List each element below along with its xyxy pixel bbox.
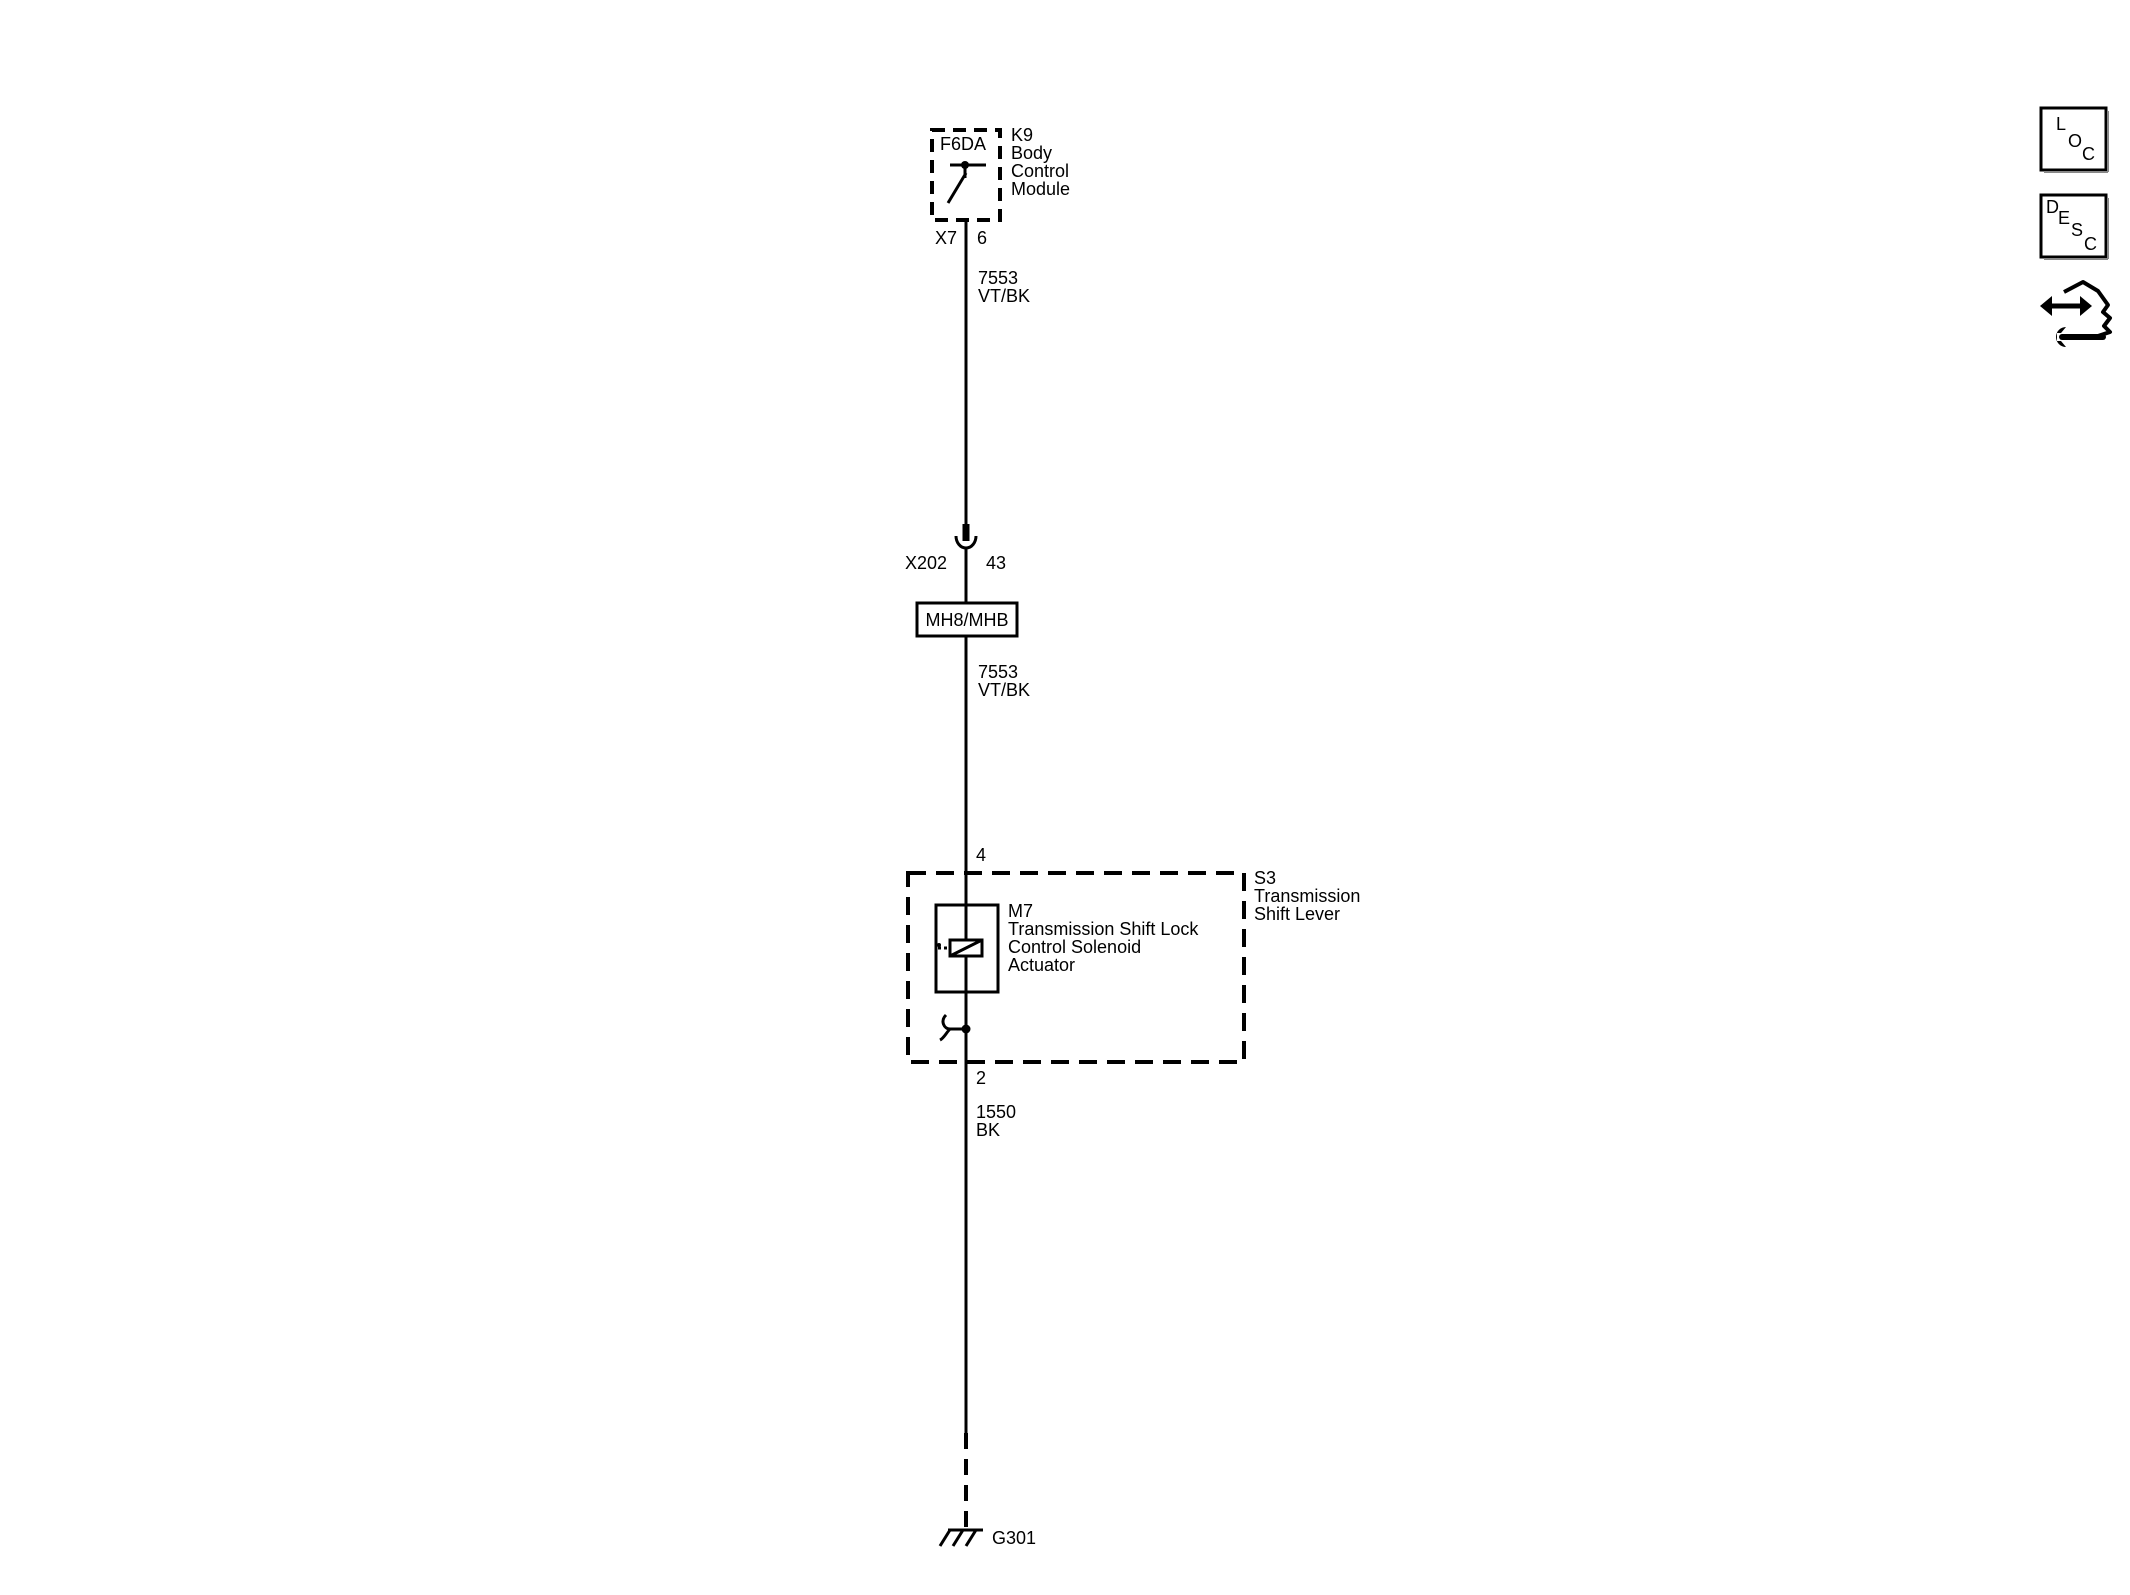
wire-middle-label: 7553 VT/BK (978, 662, 1030, 700)
wire-upper-label: 7553 VT/BK (978, 268, 1030, 306)
shift-lever-name-line-2: Shift Lever (1254, 904, 1340, 924)
ground-hatch-2 (951, 1529, 965, 1547)
switch-blade (946, 172, 968, 204)
bcm-connector-label: X7 (935, 228, 957, 248)
desc-letter-1: D (2046, 197, 2059, 217)
wire-upper-circuit: 7553 (978, 268, 1018, 288)
inline-connector-x202[interactable]: X202 43 (905, 524, 1006, 573)
shift-lever-pin-top: 4 (976, 845, 986, 865)
wire-middle-circuit: 7553 (978, 662, 1018, 682)
body-control-module[interactable]: F6DA K9 Body Control Module X7 6 (930, 125, 1070, 248)
route-outline (2063, 280, 2112, 338)
solenoid-ref-label: M7 (1008, 901, 1033, 921)
solenoid-name-line-2: Control Solenoid (1008, 937, 1141, 957)
bcm-pin-label: 6 (977, 228, 987, 248)
shift-lever-dashed-box (906, 871, 1246, 1064)
loc-button-frame (2039, 106, 2108, 172)
connector-pin-label: 43 (986, 553, 1006, 573)
shift-lever-ref-label: S3 (1254, 868, 1276, 888)
desc-letter-2: E (2058, 208, 2070, 228)
option-code-box: MH8/MHB (915, 601, 1019, 638)
solenoid-coil-diagonal (949, 938, 983, 958)
solenoid-frame (934, 903, 1000, 994)
shift-lever-pin-bottom: 2 (976, 1068, 986, 1088)
loc-letter-3: C (2082, 144, 2095, 164)
desc-letter-4: C (2084, 234, 2097, 254)
solenoid-coil-dot (937, 943, 941, 947)
wrench-head (2056, 327, 2066, 347)
wire-lower-label: 1550 BK (976, 1102, 1016, 1140)
bcm-name-line-1: Body (1011, 143, 1052, 163)
wire-middle-color: VT/BK (978, 680, 1030, 700)
loc-letter-2: O (2068, 131, 2082, 151)
desc-button-frame (2039, 193, 2108, 259)
option-code-label: MH8/MHB (925, 610, 1008, 630)
bcm-name-line-3: Module (1011, 179, 1070, 199)
bcm-name-line-2: Control (1011, 161, 1069, 181)
wire-lower-circuit: 1550 (976, 1102, 1016, 1122)
loc-letter-1: L (2056, 114, 2066, 134)
ground-hatch-1 (938, 1529, 952, 1547)
arrows-wrench-icon[interactable] (2040, 280, 2112, 347)
bcm-fuse-label: F6DA (940, 134, 986, 154)
connector-ref-label: X202 (905, 553, 947, 573)
internal-splice-hook (939, 1013, 966, 1042)
shift-lock-solenoid[interactable]: M7 Transmission Shift Lock Control Solen… (934, 873, 1199, 1062)
transmission-shift-lever[interactable]: 4 2 S3 Transmission Shift Lever (906, 845, 1360, 1088)
ground-ref-label: G301 (992, 1528, 1036, 1548)
double-arrow-head-left (2040, 296, 2052, 316)
double-arrow-head-right (2080, 296, 2092, 316)
bcm-ref-label: K9 (1011, 125, 1033, 145)
ground-hatch-3 (964, 1529, 978, 1547)
desc-letter-3: S (2071, 220, 2083, 240)
shift-lever-name-line-1: Transmission (1254, 886, 1360, 906)
solenoid-name-line-1: Transmission Shift Lock (1008, 919, 1199, 939)
loc-button[interactable]: L O C (2039, 106, 2109, 173)
desc-button[interactable]: D E S C (2039, 193, 2109, 260)
wire-upper-color: VT/BK (978, 286, 1030, 306)
ground-g301[interactable]: G301 (938, 1528, 1036, 1548)
solenoid-name-line-3: Actuator (1008, 955, 1075, 975)
wire-lower-color: BK (976, 1120, 1000, 1140)
